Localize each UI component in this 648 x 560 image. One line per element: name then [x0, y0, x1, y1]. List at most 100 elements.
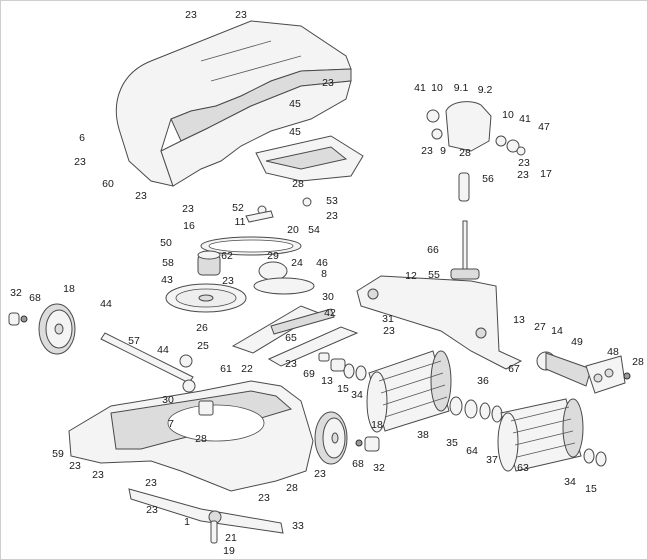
- callout-label: 11: [235, 216, 246, 228]
- callout-label: 23: [314, 468, 326, 480]
- grass-box-cover: [115, 20, 352, 187]
- callout-label: 23: [185, 9, 197, 21]
- callout-label: 69: [303, 368, 315, 380]
- callout-label: 52: [232, 202, 244, 214]
- callout-label: 59: [52, 448, 64, 460]
- callout-label: 63: [517, 462, 529, 474]
- callout-label: 29: [267, 250, 279, 262]
- callout-label: 68: [352, 458, 364, 470]
- callout-label: 66: [427, 244, 439, 256]
- callout-label: 23: [146, 504, 158, 516]
- callout-label: 23: [518, 157, 530, 169]
- callout-label: 26: [196, 322, 208, 334]
- small-fasteners: [245, 197, 312, 223]
- callout-label: 12: [405, 270, 417, 282]
- callout-label: 58: [162, 257, 174, 269]
- callout-label: 53: [326, 195, 338, 207]
- callout-label: 6: [79, 132, 85, 144]
- callout-label: 17: [540, 168, 552, 180]
- callout-label: 23: [235, 9, 247, 21]
- callout-label: 14: [551, 325, 563, 337]
- callout-label: 27: [534, 321, 546, 333]
- callout-label: 44: [100, 298, 112, 310]
- callout-label: 18: [371, 419, 383, 431]
- callout-label: 64: [466, 445, 478, 457]
- callout-label: 1: [184, 516, 190, 528]
- callout-label: 54: [308, 224, 320, 236]
- support-arms: [231, 305, 359, 367]
- callout-label: 10: [502, 109, 514, 121]
- callout-label: 23: [326, 210, 338, 222]
- callout-label: 16: [183, 220, 195, 232]
- callout-label: 23: [322, 77, 334, 89]
- callout-label: 41: [519, 113, 531, 125]
- pin-56: [458, 172, 470, 202]
- callout-label: 19: [223, 545, 235, 557]
- mower-deck: [68, 380, 314, 492]
- small-spacers: [318, 352, 367, 381]
- callout-label: 9: [440, 145, 446, 157]
- callout-label: 61: [220, 363, 232, 375]
- callout-label: 28: [459, 147, 471, 159]
- callout-label: 32: [373, 462, 385, 474]
- callout-label: 7: [168, 418, 174, 430]
- callout-label: 30: [162, 394, 174, 406]
- lever-66: [450, 220, 480, 280]
- callout-label: 23: [383, 325, 395, 337]
- callout-label: 68: [29, 292, 41, 304]
- callout-label: 55: [428, 269, 440, 281]
- callout-label: 20: [287, 224, 299, 236]
- callout-label: 28: [286, 482, 298, 494]
- callout-label: 23: [222, 275, 234, 287]
- callout-label: 35: [446, 437, 458, 449]
- callout-label: 8: [321, 268, 327, 280]
- callout-label: 23: [421, 145, 433, 157]
- callout-label: 28: [195, 433, 207, 445]
- roller-bearings: [449, 396, 503, 423]
- callout-label: 23: [258, 492, 270, 504]
- callout-label: 33: [292, 520, 304, 532]
- callout-label: 34: [564, 476, 576, 488]
- callout-label: 60: [102, 178, 114, 190]
- callout-label: 15: [337, 383, 349, 395]
- callout-label: 49: [571, 336, 583, 348]
- callout-label: 24: [291, 257, 303, 269]
- cutting-blade: [128, 488, 284, 544]
- callout-label: 42: [324, 307, 336, 319]
- callout-label: 23: [145, 477, 157, 489]
- right-wheel: [314, 411, 380, 465]
- callout-label: 46: [316, 257, 328, 269]
- callout-label: 23: [92, 469, 104, 481]
- callout-label: 48: [607, 346, 619, 358]
- callout-label: 9.2: [478, 84, 493, 96]
- callout-label: 32: [10, 287, 22, 299]
- callout-label: 45: [289, 126, 301, 138]
- left-wheel: [8, 303, 76, 355]
- callout-label: 45: [289, 98, 301, 110]
- callout-label: 21: [225, 532, 237, 544]
- belt-pulley-assembly: [165, 236, 315, 313]
- callout-label: 41: [414, 82, 426, 94]
- rear-roller-right: [497, 398, 607, 472]
- side-frame: [356, 275, 523, 370]
- callout-label: 23: [285, 358, 297, 370]
- callout-label: 57: [128, 335, 140, 347]
- callout-label: 30: [322, 291, 334, 303]
- callout-label: 31: [382, 313, 394, 325]
- callout-label: 34: [351, 389, 363, 401]
- chain-drive: [536, 351, 631, 394]
- callout-label: 47: [538, 121, 550, 133]
- callout-label: 44: [157, 344, 169, 356]
- callout-label: 62: [221, 250, 233, 262]
- callout-label: 56: [482, 173, 494, 185]
- callout-label: 23: [74, 156, 86, 168]
- rear-roller-left: [366, 350, 452, 433]
- callout-label: 23: [517, 169, 529, 181]
- callout-label: 13: [513, 314, 525, 326]
- callout-label: 9.1: [454, 82, 469, 94]
- callout-label: 50: [160, 237, 172, 249]
- callout-label: 38: [417, 429, 429, 441]
